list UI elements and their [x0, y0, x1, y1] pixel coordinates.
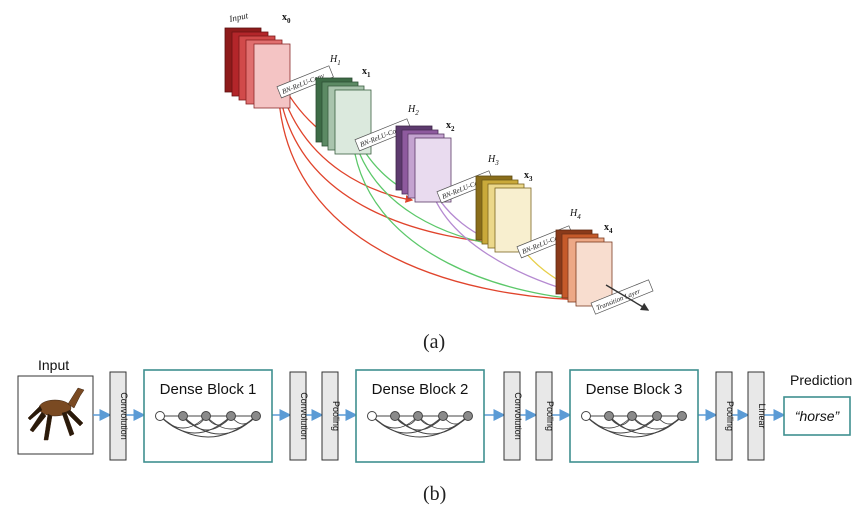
- svg-text:Pooling: Pooling: [725, 401, 735, 431]
- feature-stack-x3: [475, 175, 532, 253]
- svg-text:Convolution: Convolution: [299, 392, 309, 440]
- svg-text:Linear: Linear: [757, 403, 767, 428]
- svg-text:Convolution: Convolution: [513, 392, 523, 440]
- prediction-value: “horse”: [795, 408, 841, 424]
- dense-graph-3: [581, 411, 687, 438]
- input-label-b: Input: [38, 357, 69, 373]
- prediction-label: Prediction: [790, 372, 852, 388]
- panel-b: Input: [17, 357, 852, 505]
- svg-text:Dense Block 1: Dense Block 1: [160, 381, 257, 398]
- svg-text:Dense Block 2: Dense Block 2: [372, 381, 469, 398]
- svg-text:Pooling: Pooling: [331, 401, 341, 431]
- layer-convolution-2: Convolution: [289, 371, 309, 461]
- svg-text:Convolution: Convolution: [119, 392, 129, 440]
- input-label-a: Input: [227, 10, 249, 24]
- layer-pooling-3: Pooling: [715, 371, 735, 461]
- dense-graph-2: [367, 411, 473, 438]
- layer-pooling-2: Pooling: [535, 371, 555, 461]
- horse-image: [17, 375, 94, 455]
- panel-a: Input x0 BN-ReLU-Conv H1 x1 BN-ReLU-Conv…: [224, 10, 654, 353]
- prediction-box: “horse”: [783, 396, 851, 436]
- x1-label: x1: [362, 66, 371, 79]
- dense-graph-1: [155, 411, 261, 438]
- caption-a: (a): [423, 331, 445, 353]
- caption-b: (b): [423, 483, 446, 505]
- feature-stack-x0: [224, 27, 291, 109]
- h2-label: H2: [407, 104, 419, 117]
- svg-text:Dense Block 3: Dense Block 3: [586, 381, 683, 398]
- dense-block-2: Dense Block 2: [355, 369, 485, 463]
- dense-block-3: Dense Block 3: [569, 369, 699, 463]
- dense-block-1: Dense Block 1: [143, 369, 273, 463]
- x2-label: x2: [446, 120, 455, 133]
- layer-pooling-1: Pooling: [321, 371, 341, 461]
- skip-arrow-green-2: [351, 131, 596, 304]
- h3-label: H3: [487, 154, 499, 167]
- feature-stack-x1: [315, 77, 372, 155]
- h4-label: H4: [569, 208, 581, 221]
- layer-linear: Linear: [747, 371, 767, 461]
- layer-convolution-3: Convolution: [503, 371, 523, 461]
- transition-arrow: [605, 284, 650, 311]
- x0-label: x0: [282, 12, 291, 25]
- svg-text:Pooling: Pooling: [545, 401, 555, 431]
- x3-label: x3: [524, 170, 533, 183]
- x4-label: x4: [604, 222, 613, 235]
- skip-arrow-red-3: [277, 81, 598, 304]
- h1-label: H1: [329, 54, 341, 67]
- skip-arrow-red-1: [277, 77, 414, 203]
- layer-convolution-1: Convolution: [109, 371, 129, 461]
- feature-stack-x4: [555, 229, 613, 307]
